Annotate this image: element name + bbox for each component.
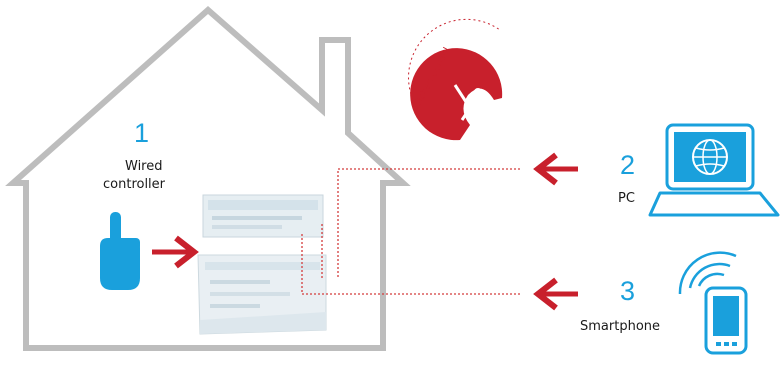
link-pc (338, 169, 520, 277)
pointing-hand-icon (100, 212, 140, 290)
link-smartphone (302, 233, 520, 294)
smartphone-wifi-icon (680, 253, 746, 353)
ac-unit-icon (198, 195, 326, 334)
item-label-1-line1: Wired (125, 158, 185, 176)
item-number-2: 2 (620, 152, 635, 179)
red-logo-icon (409, 19, 503, 140)
arrow-hand-to-unit (152, 238, 194, 266)
item-number-3: 3 (620, 278, 635, 305)
arrow-from-smartphone (538, 280, 578, 308)
item-label-2: PC (618, 190, 635, 208)
item-number-1: 1 (134, 120, 149, 147)
laptop-globe-icon (650, 125, 778, 215)
item-label-3: Smartphone (580, 318, 660, 336)
connection-lines (302, 169, 520, 294)
item-label-1-line2: controller (103, 176, 193, 194)
arrow-from-pc (538, 155, 578, 183)
